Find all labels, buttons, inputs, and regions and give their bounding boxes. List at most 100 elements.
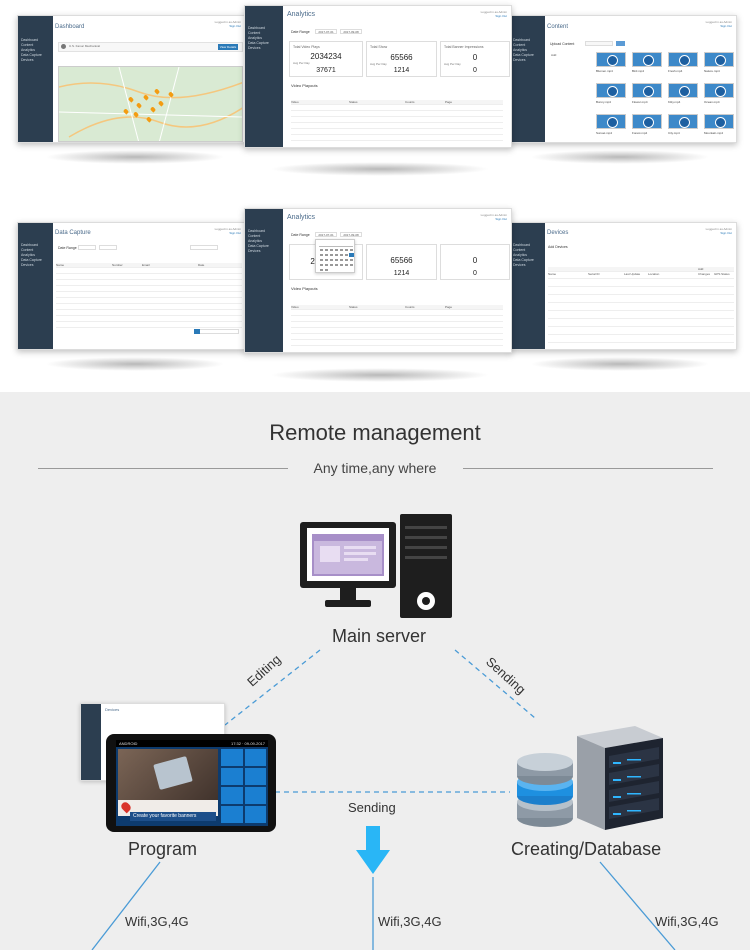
program-label: Program — [128, 839, 198, 859]
upload-content-label[interactable]: Upload Content — [550, 42, 575, 46]
search-icon — [61, 44, 66, 49]
nav-content: Content — [513, 248, 526, 252]
date-range-label: Date Range — [58, 246, 77, 250]
upload-button[interactable] — [616, 41, 625, 46]
content-thumb[interactable] — [668, 83, 698, 98]
nav-content: Content — [21, 43, 34, 47]
stat-card-total-show: Total Show 65566 Avg Per Day 1214 — [366, 41, 437, 77]
nav-dashboard: Dashboard — [513, 243, 531, 247]
view-details-button[interactable]: View Details — [218, 44, 238, 50]
nav-data-capture: Data Capture — [21, 258, 42, 262]
stat-card-banner-impressions: Total Banner Impressions 0 Avg Per Day 0 — [440, 41, 510, 77]
nav-content: Content — [248, 234, 261, 238]
nav-devices: Devices — [248, 46, 261, 50]
tagline: Any time,any where — [313, 460, 437, 476]
stat-card-video-plays: Total Video Plays 2034234 Avg Per Day 37… — [289, 41, 363, 77]
sidebar: Dashboard Content Analytics Data Capture… — [245, 6, 283, 147]
sidebar: Dashboard Content Analytics Data Capture… — [245, 209, 283, 352]
content-thumb[interactable] — [668, 52, 698, 67]
section-title: Video Playouts — [291, 286, 318, 291]
content-thumb[interactable] — [596, 114, 626, 129]
devices-screenshot: Dashboard Content Analytics Data Capture… — [509, 222, 737, 350]
nav-devices: Devices — [21, 58, 34, 62]
date-range-label: Date Range — [291, 233, 310, 237]
sidebar: Dashboard Content Analytics Data Capture… — [18, 223, 53, 349]
sending-label-mid: Sending — [348, 800, 396, 815]
nav-analytics: Analytics — [248, 239, 263, 243]
nav-analytics: Analytics — [21, 253, 36, 257]
nav-dashboard: Dashboard — [513, 38, 531, 42]
content-thumb[interactable] — [632, 114, 662, 129]
date-from-input[interactable]: 2017-07-01 — [315, 232, 337, 237]
main-server-label: Main server — [332, 626, 427, 646]
section-title: Video Playouts — [291, 83, 318, 88]
content-thumb[interactable] — [596, 52, 626, 67]
content-thumb[interactable] — [668, 114, 698, 129]
nav-dashboard: Dashboard — [248, 26, 266, 30]
nav-analytics: Analytics — [513, 48, 528, 52]
data-capture-screenshot: Dashboard Content Analytics Data Capture… — [17, 222, 246, 350]
page-title: Devices — [547, 230, 569, 236]
nav-devices: Devices — [248, 249, 261, 253]
content-thumb[interactable] — [704, 52, 734, 67]
date-range-label: Date Range — [291, 30, 310, 34]
analytics-screenshot: Dashboard Content Analytics Data Capture… — [244, 5, 512, 148]
content-thumb[interactable] — [704, 83, 734, 98]
nav-analytics: Analytics — [513, 253, 528, 257]
nav-data-capture: Data Capture — [21, 53, 42, 57]
analytics-datepicker-screenshot: Dashboard Content Analytics Data Capture… — [244, 208, 512, 353]
monitor-icon — [300, 522, 396, 588]
tablet-device: ANDROID 17:32 · 09-09-2017 Create your f… — [106, 734, 276, 832]
nav-content: Content — [513, 43, 526, 47]
nav-content: Content — [248, 31, 261, 35]
page-title: Data Capture — [55, 230, 91, 236]
database-label: Creating/Database — [511, 839, 662, 859]
content-thumb[interactable] — [632, 83, 662, 98]
nav-data-capture: Data Capture — [513, 258, 534, 262]
arrow-down-icon — [356, 826, 390, 874]
database-icon — [515, 752, 575, 832]
sidebar: Dashboard Content Analytics Data Capture… — [510, 16, 545, 142]
nav-data-capture: Data Capture — [513, 53, 534, 57]
nav-analytics: Analytics — [248, 36, 263, 40]
wifi-label-left: Wifi,3G,4G — [125, 914, 189, 929]
nav-data-capture: Data Capture — [248, 41, 269, 45]
sidebar: Dashboard Content Analytics Data Capture… — [18, 16, 53, 142]
nav-content: Content — [21, 248, 34, 252]
date-picker[interactable] — [315, 239, 355, 273]
sidebar: Dashboard Content Analytics Data Capture… — [510, 223, 545, 349]
search-input[interactable]: U.S. Fanuc Mechanical — [69, 44, 101, 48]
map[interactable] — [58, 66, 243, 142]
page-title: Content — [547, 24, 569, 30]
nav-dashboard: Dashboard — [21, 243, 39, 247]
add-devices-button[interactable]: Add Devices — [548, 245, 568, 249]
content-thumb[interactable] — [596, 83, 626, 98]
add-label[interactable]: Add — [551, 53, 557, 57]
content-screenshot: Dashboard Content Analytics Data Capture… — [509, 15, 737, 143]
wifi-label-right: Wifi,3G,4G — [655, 914, 719, 929]
stat-card-banner-impressions: 0 0 — [440, 244, 510, 280]
dashboard-screenshot: Dashboard Content Analytics Data Capture… — [17, 15, 246, 143]
tower-icon — [400, 514, 452, 618]
date-from-input[interactable]: 2017-07-01 — [315, 29, 337, 34]
status-bar: ANDROID 17:32 · 09-09-2017 — [116, 740, 268, 747]
nav-dashboard: Dashboard — [21, 38, 39, 42]
wifi-label-mid: Wifi,3G,4G — [378, 914, 442, 929]
content-thumb[interactable] — [704, 114, 734, 129]
nav-devices: Devices — [21, 263, 34, 267]
headline: Remote management — [269, 420, 481, 445]
date-to-input[interactable]: 2017-09-08 — [340, 29, 362, 34]
content-thumb[interactable] — [632, 52, 662, 67]
nav-data-capture: Data Capture — [248, 244, 269, 248]
page-title: Dashboard — [55, 24, 85, 30]
date-to-input[interactable]: 2017-09-08 — [340, 232, 362, 237]
stat-card-total-show: 65566 1214 — [366, 244, 437, 280]
server-rack-icon — [565, 726, 665, 832]
